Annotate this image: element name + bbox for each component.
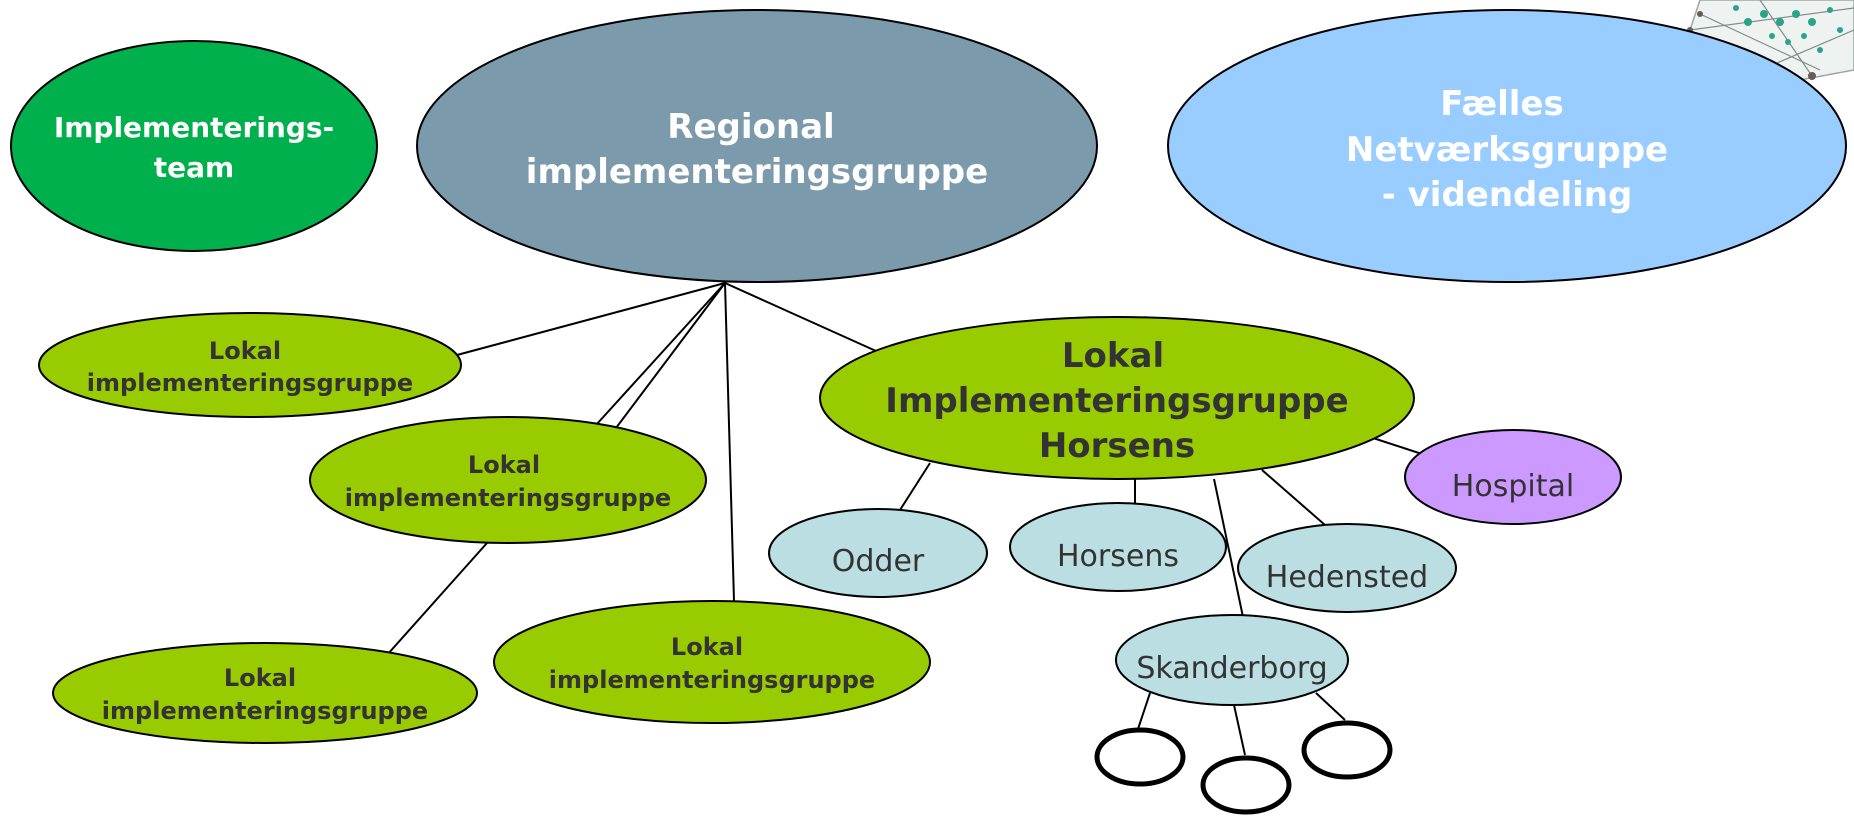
skanderborg-subnode-2[interactable]	[1200, 755, 1292, 815]
connector-regional-lokal-horsens	[724, 282, 877, 352]
connector-skanderborg-sub-3	[1315, 692, 1346, 721]
hedensted-node[interactable]: Hedensted	[1237, 523, 1457, 613]
lokal-2-line2: implementeringsgruppe	[345, 484, 671, 512]
network-dots-logo-icon	[1687, 0, 1854, 81]
skanderborg-subnode-3[interactable]	[1301, 720, 1393, 780]
connector-lines	[386, 282, 1426, 756]
odder-node[interactable]: Odder	[768, 508, 988, 598]
regional-line2: implementeringsgruppe	[526, 152, 988, 192]
faelles-line3: - videndeling	[1382, 175, 1633, 215]
skanderborg-subnode-1[interactable]	[1094, 727, 1186, 787]
lokal-1-line1: Lokal	[209, 337, 281, 365]
connector-horsens-skanderborg	[1213, 478, 1244, 618]
faelles-node[interactable]: Fælles Netværksgruppe - videndeling	[1167, 9, 1847, 283]
skanderborg-node[interactable]: Skanderborg	[1115, 614, 1349, 706]
odder-label: Odder	[832, 544, 925, 579]
faelles-line1: Fælles	[1440, 84, 1563, 124]
lokal-node-1[interactable]: Lokal implementeringsgruppe	[38, 312, 462, 418]
skanderborg-label: Skanderborg	[1136, 651, 1327, 686]
connector-horsens-odder	[899, 462, 931, 511]
connector-skanderborg-sub-1	[1137, 692, 1151, 730]
lokal-4-line2: implementeringsgruppe	[549, 666, 875, 694]
lokal-horsens-line3: Horsens	[1039, 426, 1195, 466]
regional-line1: Regional	[667, 107, 834, 147]
lokal-node-2[interactable]: Lokal implementeringsgruppe	[309, 416, 707, 544]
lokal-4-line1: Lokal	[671, 633, 743, 661]
hospital-node[interactable]: Hospital	[1404, 429, 1622, 525]
connector-regional-lokal-4	[724, 282, 735, 602]
hospital-label: Hospital	[1452, 469, 1574, 504]
lokal-horsens-line1: Lokal	[1062, 336, 1164, 376]
lokal-horsens-node[interactable]: Lokal Implementeringsgruppe Horsens	[819, 316, 1415, 480]
horsens-label: Horsens	[1057, 539, 1179, 574]
horsens-node[interactable]: Horsens	[1009, 502, 1227, 592]
regional-node[interactable]: Regional implementeringsgruppe	[416, 9, 1098, 283]
connector-skanderborg-sub-2	[1233, 704, 1246, 756]
implementeringsteam-line2: team	[154, 151, 234, 184]
connector-horsens-hospital	[1369, 436, 1426, 456]
connector-horsens-hedensted	[1261, 469, 1326, 526]
connector-regional-lokal-2a	[595, 282, 726, 426]
lokal-node-4[interactable]: Lokal implementeringsgruppe	[493, 600, 931, 724]
lokal-3-line2: implementeringsgruppe	[102, 697, 428, 725]
lokal-1-line2: implementeringsgruppe	[87, 369, 413, 397]
connector-regional-lokal-2b	[615, 282, 726, 429]
hedensted-label: Hedensted	[1266, 560, 1428, 595]
lokal-node-3[interactable]: Lokal implementeringsgruppe	[52, 642, 478, 744]
lokal-2-line1: Lokal	[468, 451, 540, 479]
implementeringsteam-node[interactable]: Implementerings- team	[10, 40, 378, 252]
connector-lokal-2-lokal-3	[386, 542, 488, 656]
lokal-3-line1: Lokal	[224, 664, 296, 692]
connector-regional-lokal-1	[456, 282, 726, 356]
faelles-line2: Netværksgruppe	[1346, 130, 1668, 170]
implementeringsteam-line1: Implementerings-	[54, 111, 334, 144]
lokal-horsens-line2: Implementeringsgruppe	[885, 381, 1348, 421]
